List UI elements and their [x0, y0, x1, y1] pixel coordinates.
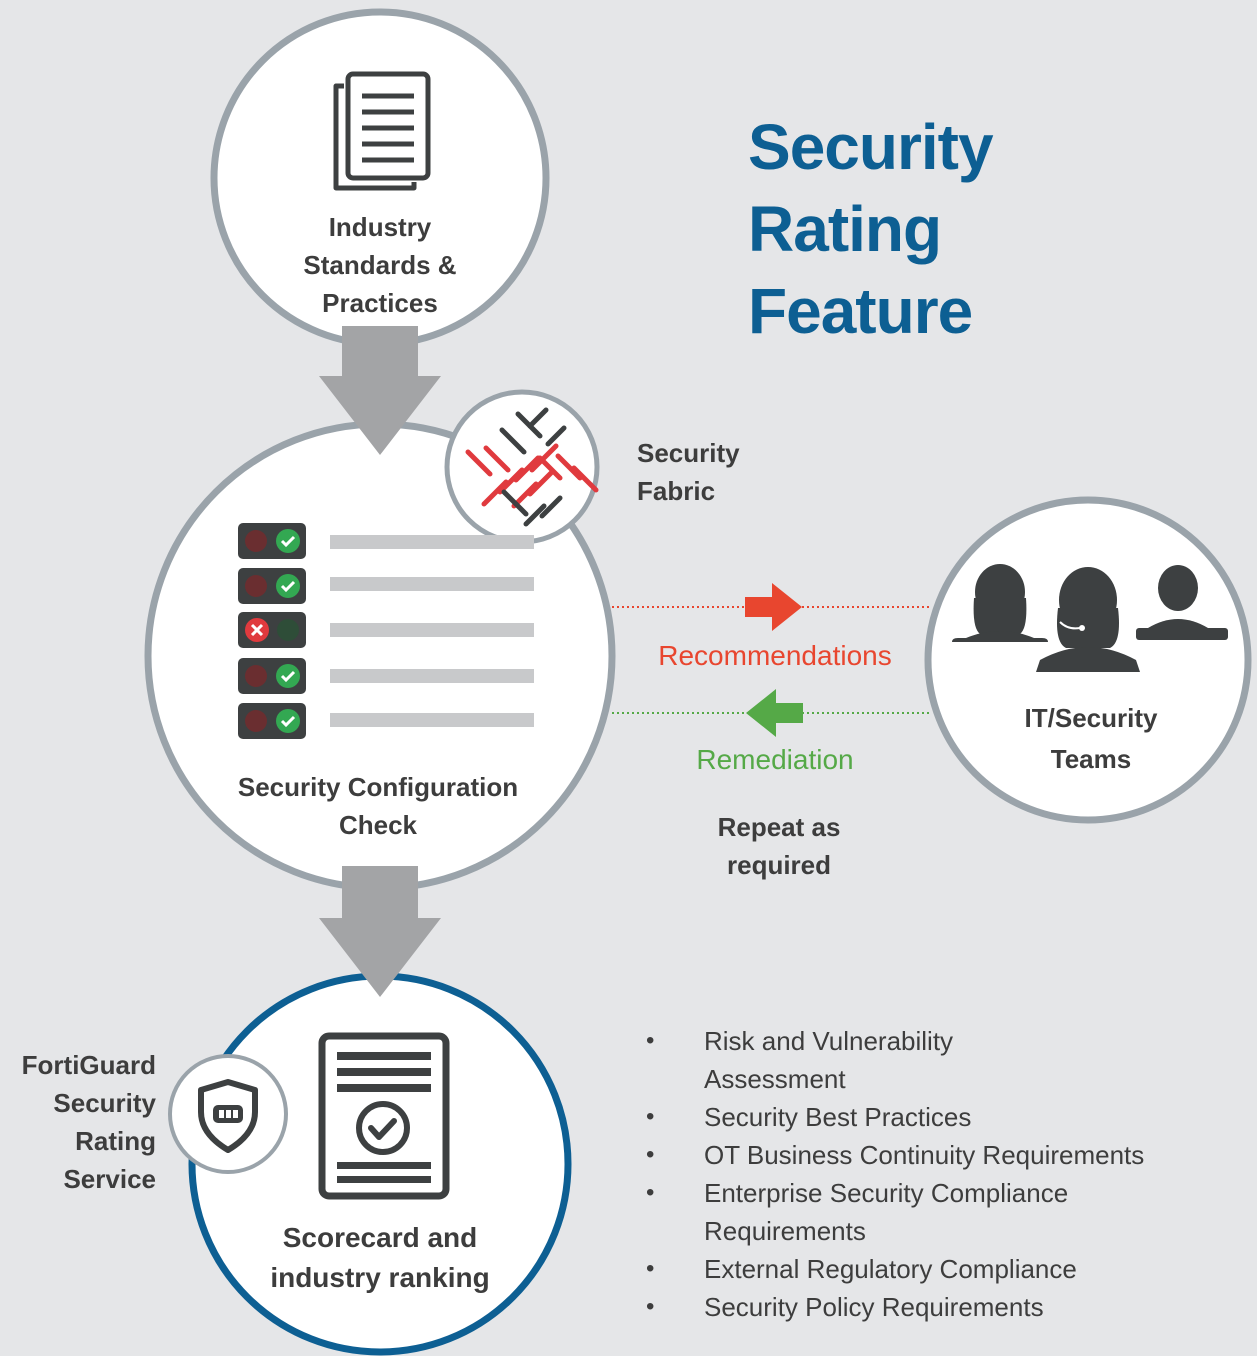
list-item-text: Requirements: [704, 1216, 866, 1246]
list-item: OT Business Continuity Requirements: [640, 1136, 1200, 1174]
label-line: Standards &: [303, 250, 457, 280]
recommendations-label: Recommendations: [658, 640, 892, 671]
label-line: Check: [338, 810, 418, 840]
label-line: Repeat as: [717, 812, 841, 842]
list-item: Enterprise Security Compliance Requireme…: [640, 1174, 1200, 1250]
repeat-label: Repeat as required: [660, 808, 898, 884]
remediation-label: Remediation: [696, 744, 854, 775]
list-item: External Regulatory Compliance: [640, 1250, 1200, 1288]
scorecard-document-icon: [318, 1032, 450, 1200]
title-line: Rating: [748, 193, 942, 265]
label-line: industry ranking: [270, 1262, 490, 1293]
standards-label: Industry Standards & Practices: [260, 208, 500, 322]
shield-icon: [198, 1079, 258, 1153]
config-check-label: Security Configuration Check: [200, 768, 556, 844]
label-line: Scorecard and: [282, 1222, 478, 1253]
list-item-text: Risk and Vulnerability: [704, 1026, 954, 1056]
right-arrow-icon: [745, 583, 802, 631]
scorecard-label: Scorecard and industry ranking: [230, 1218, 530, 1298]
left-arrow-icon: [746, 689, 803, 737]
label-line: Fabric: [637, 476, 716, 506]
label-line: IT/Security: [1024, 703, 1158, 733]
list-item: Risk and Vulnerability Assessment: [640, 1022, 1200, 1098]
teams-label: IT/Security Teams: [968, 698, 1214, 780]
checklist-row: [238, 612, 534, 648]
label-line: required: [726, 850, 832, 880]
list-item-text: Security Policy Requirements: [704, 1292, 1044, 1322]
page-title: Security Rating Feature: [748, 106, 994, 352]
down-arrow-icon: [319, 326, 441, 455]
list-item-text: Assessment: [704, 1064, 846, 1094]
label-line: Service: [63, 1164, 156, 1194]
list-item-text: Enterprise Security Compliance: [704, 1178, 1069, 1208]
label-line: Industry: [328, 212, 432, 242]
team-people-icon: [952, 564, 1228, 672]
list-item-text: Security Best Practices: [704, 1102, 972, 1132]
label-line: Rating: [75, 1126, 156, 1156]
list-item: Security Policy Requirements: [640, 1288, 1200, 1326]
checklist: [238, 523, 534, 739]
checklist-row: [238, 568, 534, 604]
list-item-text: OT Business Continuity Requirements: [704, 1140, 1145, 1170]
checklist-row: [238, 703, 534, 739]
fortiguard-label: FortiGuard Security Rating Service: [0, 1046, 156, 1198]
label-line: Security Configuration: [237, 772, 519, 802]
down-arrow-icon: [319, 866, 441, 997]
label-line: FortiGuard: [21, 1050, 156, 1080]
list-item: Security Best Practices: [640, 1098, 1200, 1136]
label-line: Teams: [1050, 744, 1132, 774]
documents-icon: [333, 71, 431, 191]
label-line: Practices: [322, 288, 438, 318]
security-fabric-icon: [465, 407, 599, 527]
label-line: Security: [637, 438, 740, 468]
requirements-list: Risk and Vulnerability Assessment Securi…: [640, 1022, 1200, 1326]
title-line: Feature: [748, 275, 973, 347]
list-item-text: External Regulatory Compliance: [704, 1254, 1077, 1284]
fabric-label: Security Fabric: [637, 434, 740, 510]
checklist-row: [238, 658, 534, 694]
label-line: Security: [53, 1088, 156, 1118]
checklist-row: [238, 523, 534, 559]
title-line: Security: [748, 111, 994, 183]
